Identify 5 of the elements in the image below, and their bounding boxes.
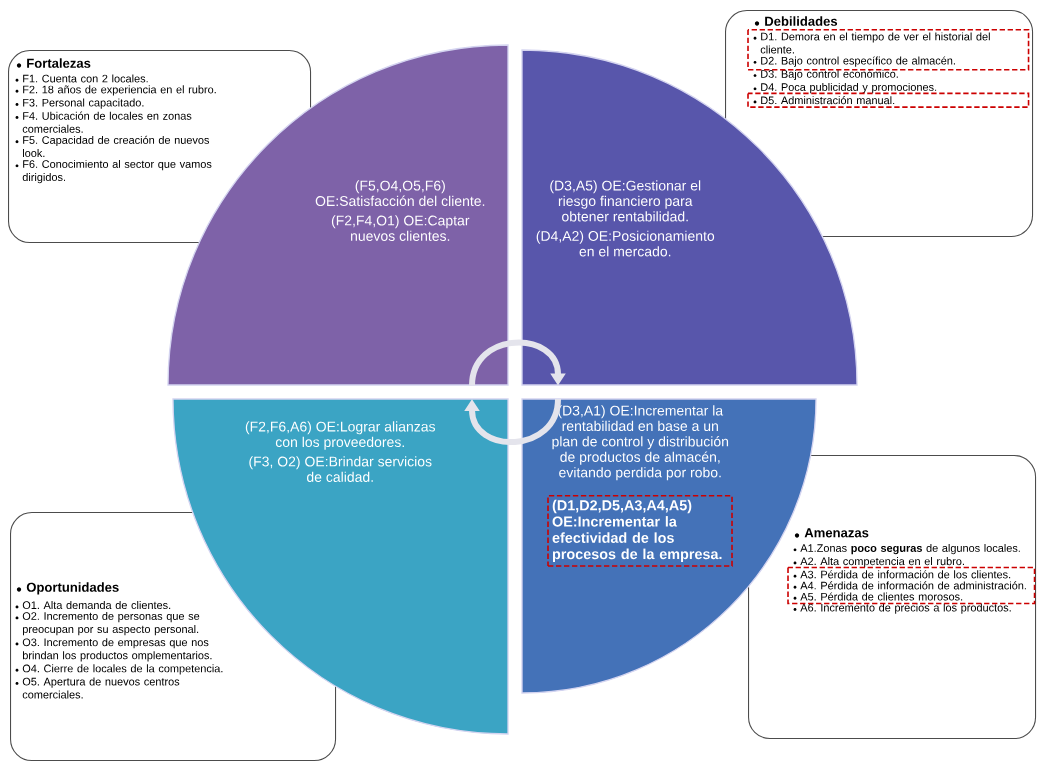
curved-arrow xyxy=(469,339,566,386)
swot-box: Debilidades D1. Demora en el tiempo de ver el historial del cliente. D2. Bajo control específico de almacén. D3. Bajo control económico. D4. Poca publicidad y promociones. D5. Administración manual. xyxy=(725,10,1034,238)
curved-arrow xyxy=(464,398,561,445)
strategy-box: (D1,D2,D5,A3,A4,A5) OE:Incrementar la efectividad de los procesos de la empresa. xyxy=(547,495,733,567)
swot-box: Amenazas A1.Zonas poco seguras de algunos locales. A2. Alta competencia en el rubro. A3. Pérdida de información de los clientes. A4. Pérdida de información de administración. A5. Pérdida de clientes morosos. A6. Incremento de precios a los productos. xyxy=(748,455,1037,740)
